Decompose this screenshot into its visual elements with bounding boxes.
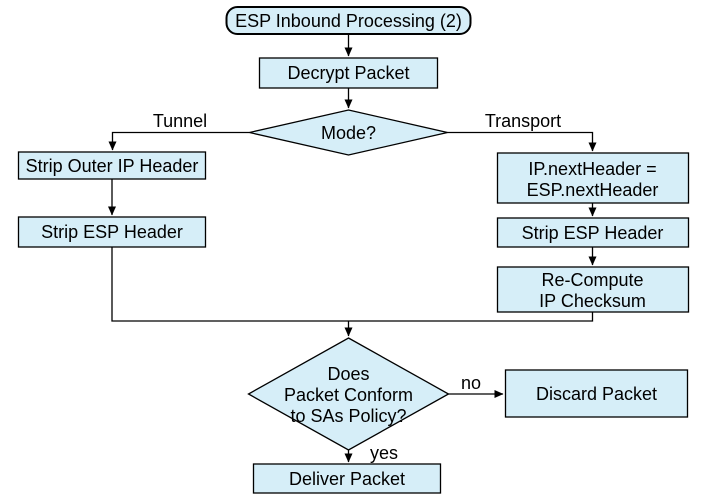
deliver-packet-shape [252,463,442,494]
strip-outer-ip-label: Strip Outer IP Header [26,156,199,176]
policy-decision-label-line3: to SAs Policy? [290,406,406,426]
discard-packet-shape [504,369,689,418]
decrypt-packet-label: Decrypt Packet [287,63,409,83]
recompute-checksum-shape [496,266,690,313]
recompute-checksum-label-line2: IP Checksum [539,291,646,311]
strip-esp-transport-shape [496,217,690,248]
node-decrypt-packet: Decrypt Packet [258,57,439,89]
discard-packet-label: Discard Packet [536,384,657,404]
node-policy-decision: Does Packet Conform to SAs Policy? [247,337,450,451]
node-ip-next-header: IP.nextHeader = ESP.nextHeader [496,152,690,204]
strip-esp-transport-label: Strip ESP Header [522,223,664,243]
mode-decision-label: Mode? [321,123,376,143]
edge-mode-tunnel [108,131,250,151]
edge-label-tunnel: Tunnel [153,111,207,131]
node-deliver-packet: Deliver Packet [252,463,442,494]
node-discard-packet: Discard Packet [504,369,689,418]
mode-decision-diamond [249,109,448,156]
edge-label-transport: Transport [485,111,561,131]
node-strip-esp-header-tunnel: Strip ESP Header [17,216,207,248]
policy-decision-label-line2: Packet Conform [284,385,413,405]
ip-next-header-label-line2: ESP.nextHeader [527,180,659,200]
edge-merge-left [111,247,349,322]
ip-next-header-label-line1: IP.nextHeader = [528,159,656,179]
node-recompute-ip-checksum: Re-Compute IP Checksum [496,266,690,313]
start-label: ESP Inbound Processing (2) [235,11,462,31]
node-start: ESP Inbound Processing (2) [225,6,472,35]
node-strip-outer-ip-header: Strip Outer IP Header [17,151,207,180]
node-strip-esp-header-transport: Strip ESP Header [496,217,690,248]
policy-decision-label-line1: Does [327,364,369,384]
strip-outer-ip-shape [17,151,207,180]
decrypt-packet-shape [258,57,439,89]
edge-label-no: no [461,373,481,393]
policy-decision-diamond [247,337,450,451]
start-terminator-shape [225,6,472,35]
recompute-checksum-label-line1: Re-Compute [541,270,643,290]
ip-next-header-shape [496,152,690,204]
strip-esp-tunnel-label: Strip ESP Header [41,222,183,242]
edge-mode-transport [447,131,597,152]
edge-merge-right [348,312,594,322]
strip-esp-tunnel-shape [17,216,207,248]
deliver-packet-label: Deliver Packet [289,469,405,489]
edge-label-yes: yes [370,443,398,463]
node-mode-decision: Mode? [249,109,448,156]
